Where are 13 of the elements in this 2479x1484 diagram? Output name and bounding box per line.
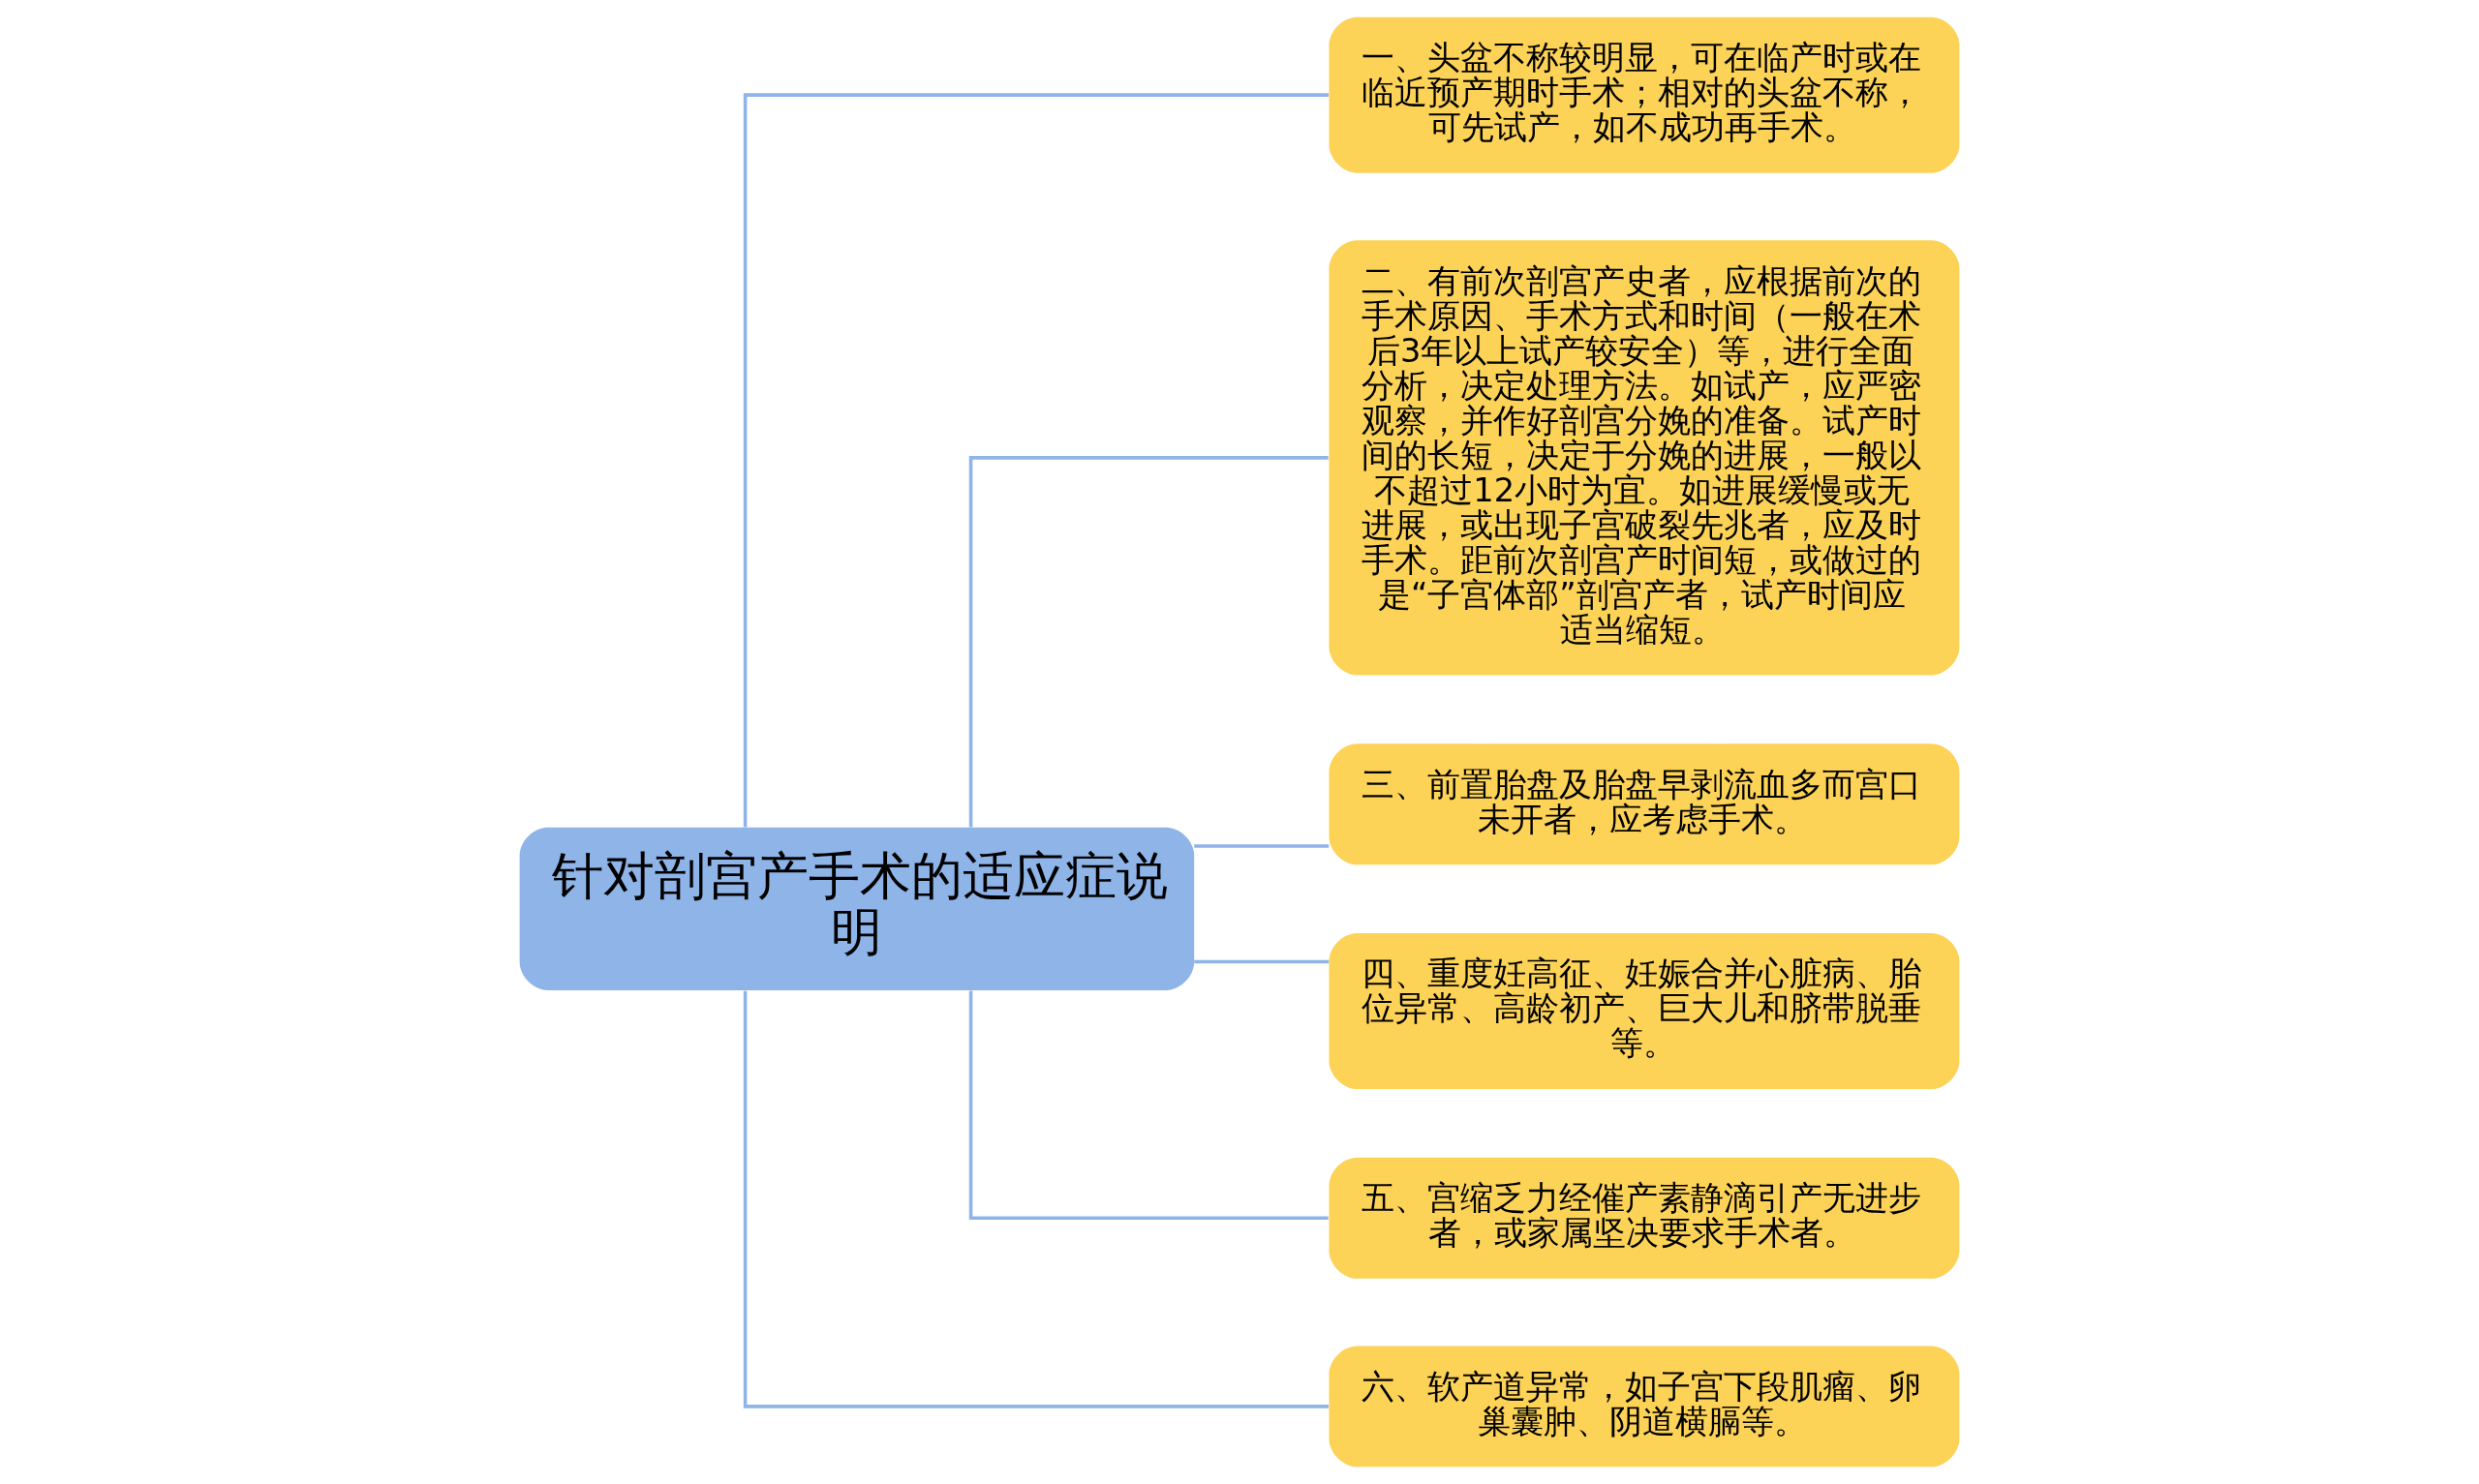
node-box: 二、有前次剖宫产史者，应根据前次的手术原因、手术方式和时间（一般在术后3年以上试产较安全）等，进行全面分析，决定处理方法。如试产，应严密观察，并作好剖宫分娩的准备。试产时间的长短，决定于分娩的进展，一般以不超过12小时为宜。如进展缓慢或无进展，或出现子宫破裂先兆者，应及时手术。距前次剖宫产时间短，或做过的是“子宫体部”剖宫产者，试产时间应适当缩短。 (1329, 240, 1960, 676)
connector (743, 990, 1329, 1408)
connector (968, 990, 1329, 1221)
node-box: 五、宫缩乏力经催产素静滴引产无进步者，或家属坚决要求手术者。 (1329, 1157, 1960, 1279)
node-box: 针对剖宫产手术的适应症说明 (519, 827, 1195, 990)
connector (1194, 844, 1330, 848)
node-box: 三、前置胎盘及胎盘早剥流血多而宫口未开者，应考虑手术。 (1329, 743, 1960, 865)
node-box: 一、头盆不称较明显，可在临产时或在临近预产期时手术；相对的头盆不称，可先试产，如不成功再手术。 (1329, 16, 1960, 173)
connector (743, 93, 1329, 828)
connector (968, 456, 1329, 828)
node-box: 六、软产道异常，如子宫下段肌瘤、卵巢囊肿、阴道横膈等。 (1329, 1346, 1960, 1468)
connector (1194, 959, 1330, 964)
node-box: 四、重度妊高征、妊娠合并心脏病、胎位异常、高龄初产、巨大儿和脐带脱垂等。 (1329, 933, 1960, 1089)
